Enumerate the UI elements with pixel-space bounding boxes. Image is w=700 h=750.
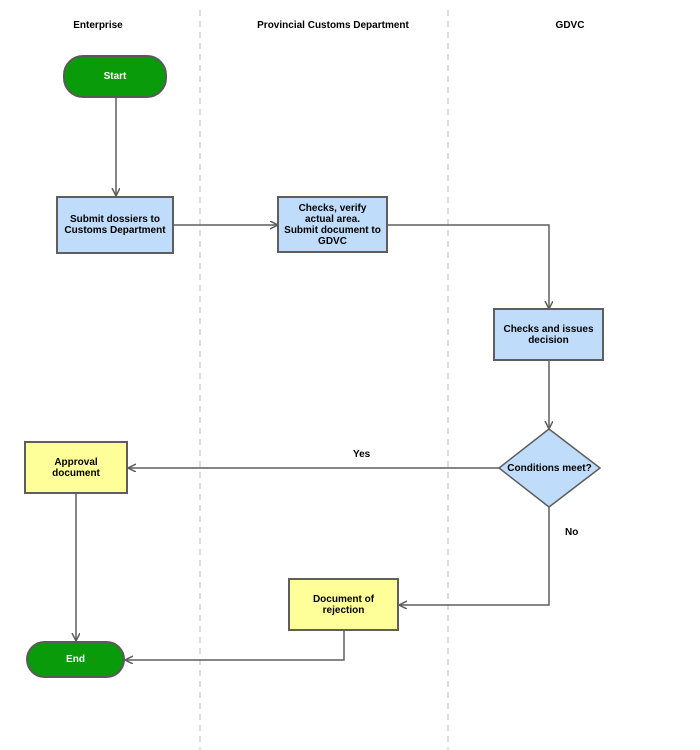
approval-document-node: Approval document <box>24 441 128 494</box>
yes-label: Yes <box>353 449 371 460</box>
edge-rejection-to-end <box>125 631 345 660</box>
end-node: End <box>26 641 125 678</box>
lane-title-customs: Provincial Customs Department <box>257 20 409 31</box>
rejection-document-node: Document of rejection <box>288 578 399 631</box>
submit-dossiers-node: Submit dossiers to Customs Department <box>56 196 174 254</box>
checks-verify-node: Checks, verify actual area. Submit docum… <box>277 196 388 253</box>
no-label: No <box>565 527 579 538</box>
checks-issues-node: Checks and issues decision <box>493 308 604 361</box>
lane-title-gdvc: GDVC <box>555 20 585 31</box>
start-node: Start <box>63 55 167 98</box>
conditions-label: Conditions meet? <box>507 462 592 474</box>
edge-conditions-no <box>399 507 550 605</box>
conditions-diamond <box>497 428 602 508</box>
edge-checks-to-decision <box>388 224 549 309</box>
lane-title-enterprise: Enterprise <box>73 20 123 31</box>
